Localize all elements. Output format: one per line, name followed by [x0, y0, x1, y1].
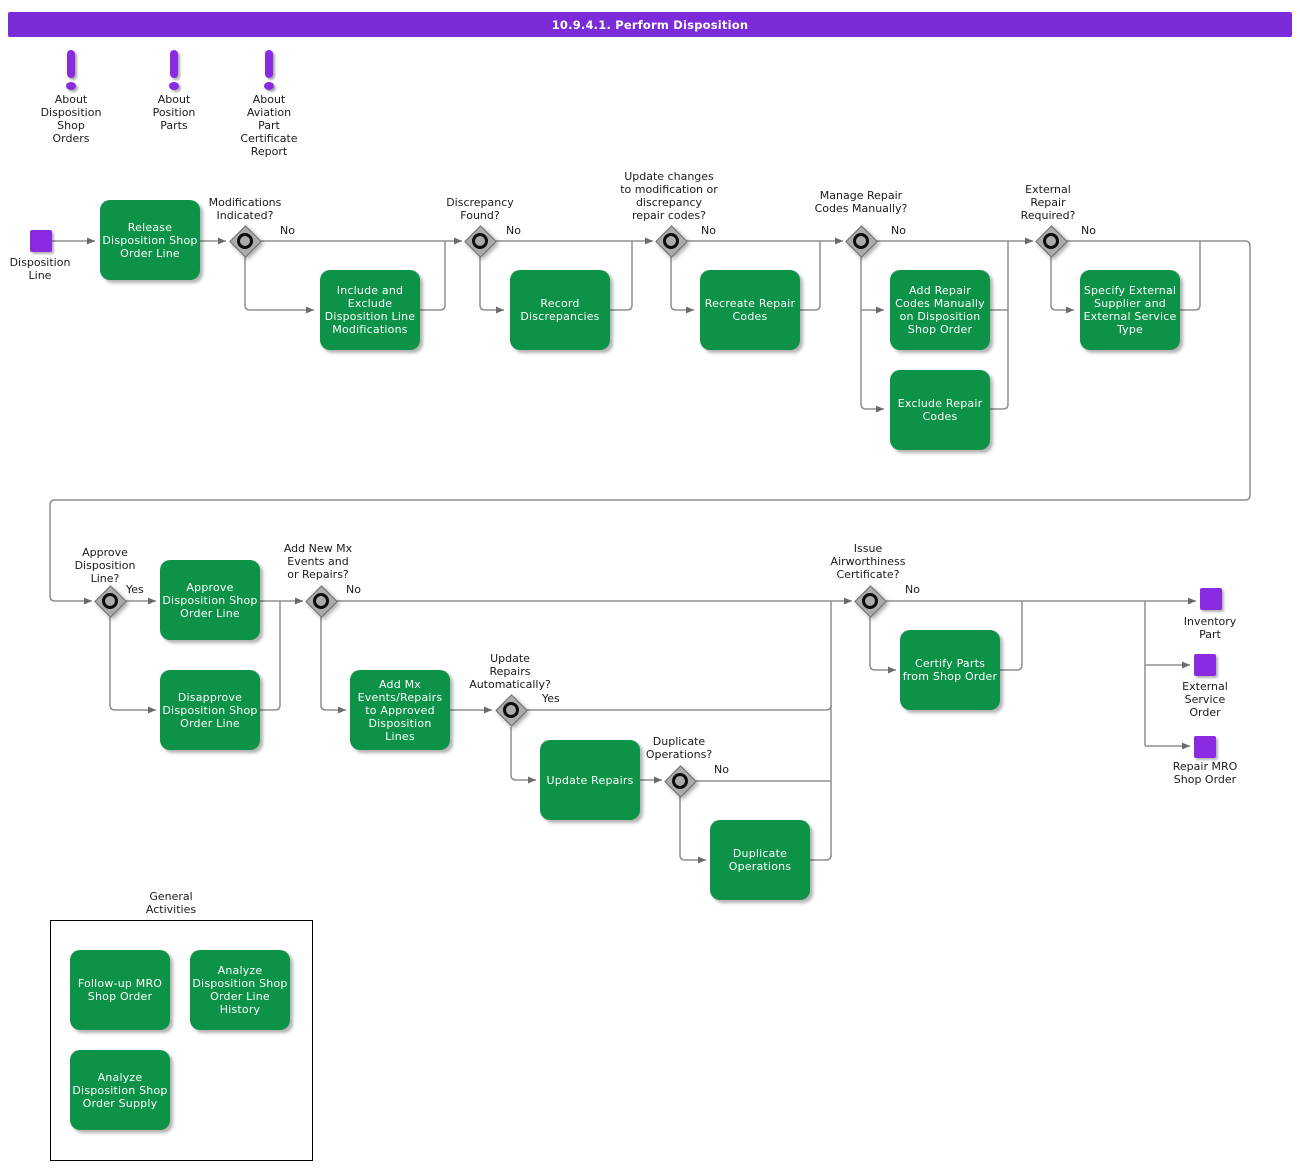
gateway-question: Update Repairs Automatically?: [469, 652, 551, 691]
start-event-disposition-line[interactable]: [30, 230, 52, 252]
activity-disapprove-disposition-shop-order-line[interactable]: Disapprove Disposition Shop Order Line: [160, 670, 260, 750]
diagram-title: 10.9.4.1. Perform Disposition: [551, 17, 749, 32]
gateway-question: Manage Repair Codes Manually?: [814, 189, 908, 215]
end-event-label: External Service Order: [1182, 680, 1228, 719]
activity-label: Release Disposition Shop Order Line: [102, 220, 198, 260]
activity-recreate-repair-codes[interactable]: Recreate Repair Codes: [700, 270, 800, 350]
gateway-modifications-indicated[interactable]: [225, 221, 265, 261]
activity-add-mx-events-repairs[interactable]: Add Mx Events/Repairs to Approved Dispos…: [350, 670, 450, 750]
activity-label: Disapprove Disposition Shop Order Line: [162, 690, 258, 730]
info-icon-label: About Aviation Part Certificate Report: [240, 93, 298, 158]
gateway-circle-icon: [853, 233, 869, 249]
exclamation-bar-icon: [170, 50, 178, 78]
activity-label: Add Mx Events/Repairs to Approved Dispos…: [357, 677, 443, 743]
activity-analyze-disposition-shop-order-line-history[interactable]: Analyze Disposition Shop Order Line Hist…: [190, 950, 290, 1030]
end-event-label: Inventory Part: [1183, 615, 1237, 641]
activity-label: Add Repair Codes Manually on Disposition…: [895, 284, 985, 336]
activity-update-repairs[interactable]: Update Repairs: [540, 740, 640, 820]
end-event-external-service-order[interactable]: [1194, 654, 1216, 676]
activity-certify-parts-from-shop-order[interactable]: Certify Parts from Shop Order: [900, 630, 1000, 710]
activity-label: Recreate Repair Codes: [704, 297, 796, 323]
gateway-update-repairs-automatically[interactable]: [491, 690, 531, 730]
activity-label: Follow-up MRO Shop Order: [77, 977, 163, 1003]
activity-duplicate-operations[interactable]: Duplicate Operations: [710, 820, 810, 900]
gateway-circle-icon: [1043, 233, 1059, 249]
gateway-circle-icon: [472, 233, 488, 249]
edge-label-yes: Yes: [126, 583, 144, 596]
edge-label-no: No: [280, 224, 295, 237]
gateway-question: External Repair Required?: [1020, 183, 1076, 222]
info-icon-label: About Disposition Shop Orders: [40, 93, 102, 145]
edge-label-no: No: [701, 224, 716, 237]
edge-label-no: No: [346, 583, 361, 596]
gateway-external-repair-required[interactable]: [1031, 221, 1071, 261]
gateway-duplicate-operations[interactable]: [660, 761, 700, 801]
activity-label: Record Discrepancies: [520, 297, 600, 323]
exclamation-dot-icon: [66, 82, 76, 90]
edge-label-no: No: [891, 224, 906, 237]
gateway-circle-icon: [237, 233, 253, 249]
info-icon-about-position-parts[interactable]: [169, 50, 179, 92]
exclamation-bar-icon: [67, 50, 75, 78]
gateway-approve-disposition-line[interactable]: [90, 581, 130, 621]
gateway-discrepancy-found[interactable]: [460, 221, 500, 261]
gateway-add-new-mx-events-or-repairs[interactable]: [301, 581, 341, 621]
gateway-update-changes-repair-codes[interactable]: [651, 221, 691, 261]
activity-label: Analyze Disposition Shop Order Supply: [72, 1070, 168, 1110]
activity-label: Duplicate Operations: [728, 847, 792, 873]
activity-label: Specify External Supplier and External S…: [1083, 284, 1177, 336]
gateway-question: Update changes to modification or discre…: [620, 170, 718, 222]
start-event-label: Disposition Line: [9, 256, 71, 282]
connector-group: [49, 237, 1251, 864]
gateway-question: Add New Mx Events and or Repairs?: [283, 542, 353, 581]
gateway-issue-airworthiness-certificate[interactable]: [850, 581, 890, 621]
gateway-question: Approve Disposition Line?: [74, 546, 136, 585]
activity-record-discrepancies[interactable]: Record Discrepancies: [510, 270, 610, 350]
edge-label-no: No: [714, 763, 729, 776]
exclamation-dot-icon: [264, 82, 274, 90]
gateway-circle-icon: [672, 773, 688, 789]
gateway-circle-icon: [663, 233, 679, 249]
gateway-question: Duplicate Operations?: [645, 735, 713, 761]
info-icon-about-disposition-shop-orders[interactable]: [66, 50, 76, 92]
exclamation-bar-icon: [265, 50, 273, 78]
gateway-question: Modifications Indicated?: [208, 196, 282, 222]
activity-include-exclude-disposition-line-modifications[interactable]: Include and Exclude Disposition Line Mod…: [320, 270, 420, 350]
activity-label: Update Repairs: [546, 773, 634, 787]
activity-specify-external-supplier[interactable]: Specify External Supplier and External S…: [1080, 270, 1180, 350]
general-activities-label: General Activities: [145, 890, 197, 916]
activity-label: Analyze Disposition Shop Order Line Hist…: [192, 964, 288, 1016]
activity-label: Exclude Repair Codes: [897, 397, 983, 423]
gateway-question: Discrepancy Found?: [446, 196, 514, 222]
gateway-circle-icon: [102, 593, 118, 609]
exclamation-dot-icon: [169, 82, 179, 90]
gateway-circle-icon: [862, 593, 878, 609]
activity-release-disposition-shop-order-line[interactable]: Release Disposition Shop Order Line: [100, 200, 200, 280]
info-icon-label: About Position Parts: [152, 93, 196, 132]
edge-label-no: No: [905, 583, 920, 596]
gateway-circle-icon: [503, 702, 519, 718]
activity-exclude-repair-codes[interactable]: Exclude Repair Codes: [890, 370, 990, 450]
activity-add-repair-codes-manually[interactable]: Add Repair Codes Manually on Disposition…: [890, 270, 990, 350]
diagram-title-bar: 10.9.4.1. Perform Disposition: [8, 12, 1292, 37]
activity-label: Certify Parts from Shop Order: [902, 657, 998, 683]
edge-label-yes: Yes: [542, 692, 560, 705]
gateway-question: Issue Airworthiness Certificate?: [830, 542, 906, 581]
activity-analyze-disposition-shop-order-supply[interactable]: Analyze Disposition Shop Order Supply: [70, 1050, 170, 1130]
edge-label-no: No: [506, 224, 521, 237]
end-event-label: Repair MRO Shop Order: [1172, 760, 1238, 786]
activity-label: Approve Disposition Shop Order Line: [162, 580, 258, 620]
activity-approve-disposition-shop-order-line[interactable]: Approve Disposition Shop Order Line: [160, 560, 260, 640]
end-event-inventory-part[interactable]: [1200, 588, 1222, 610]
gateway-manage-repair-codes-manually[interactable]: [841, 221, 881, 261]
activity-label: Include and Exclude Disposition Line Mod…: [324, 284, 416, 336]
activity-follow-up-mro-shop-order[interactable]: Follow-up MRO Shop Order: [70, 950, 170, 1030]
gateway-circle-icon: [313, 593, 329, 609]
edge-label-no: No: [1081, 224, 1096, 237]
end-event-repair-mro-shop-order[interactable]: [1194, 736, 1216, 758]
info-icon-about-aviation-part-certificate-report[interactable]: [264, 50, 274, 92]
